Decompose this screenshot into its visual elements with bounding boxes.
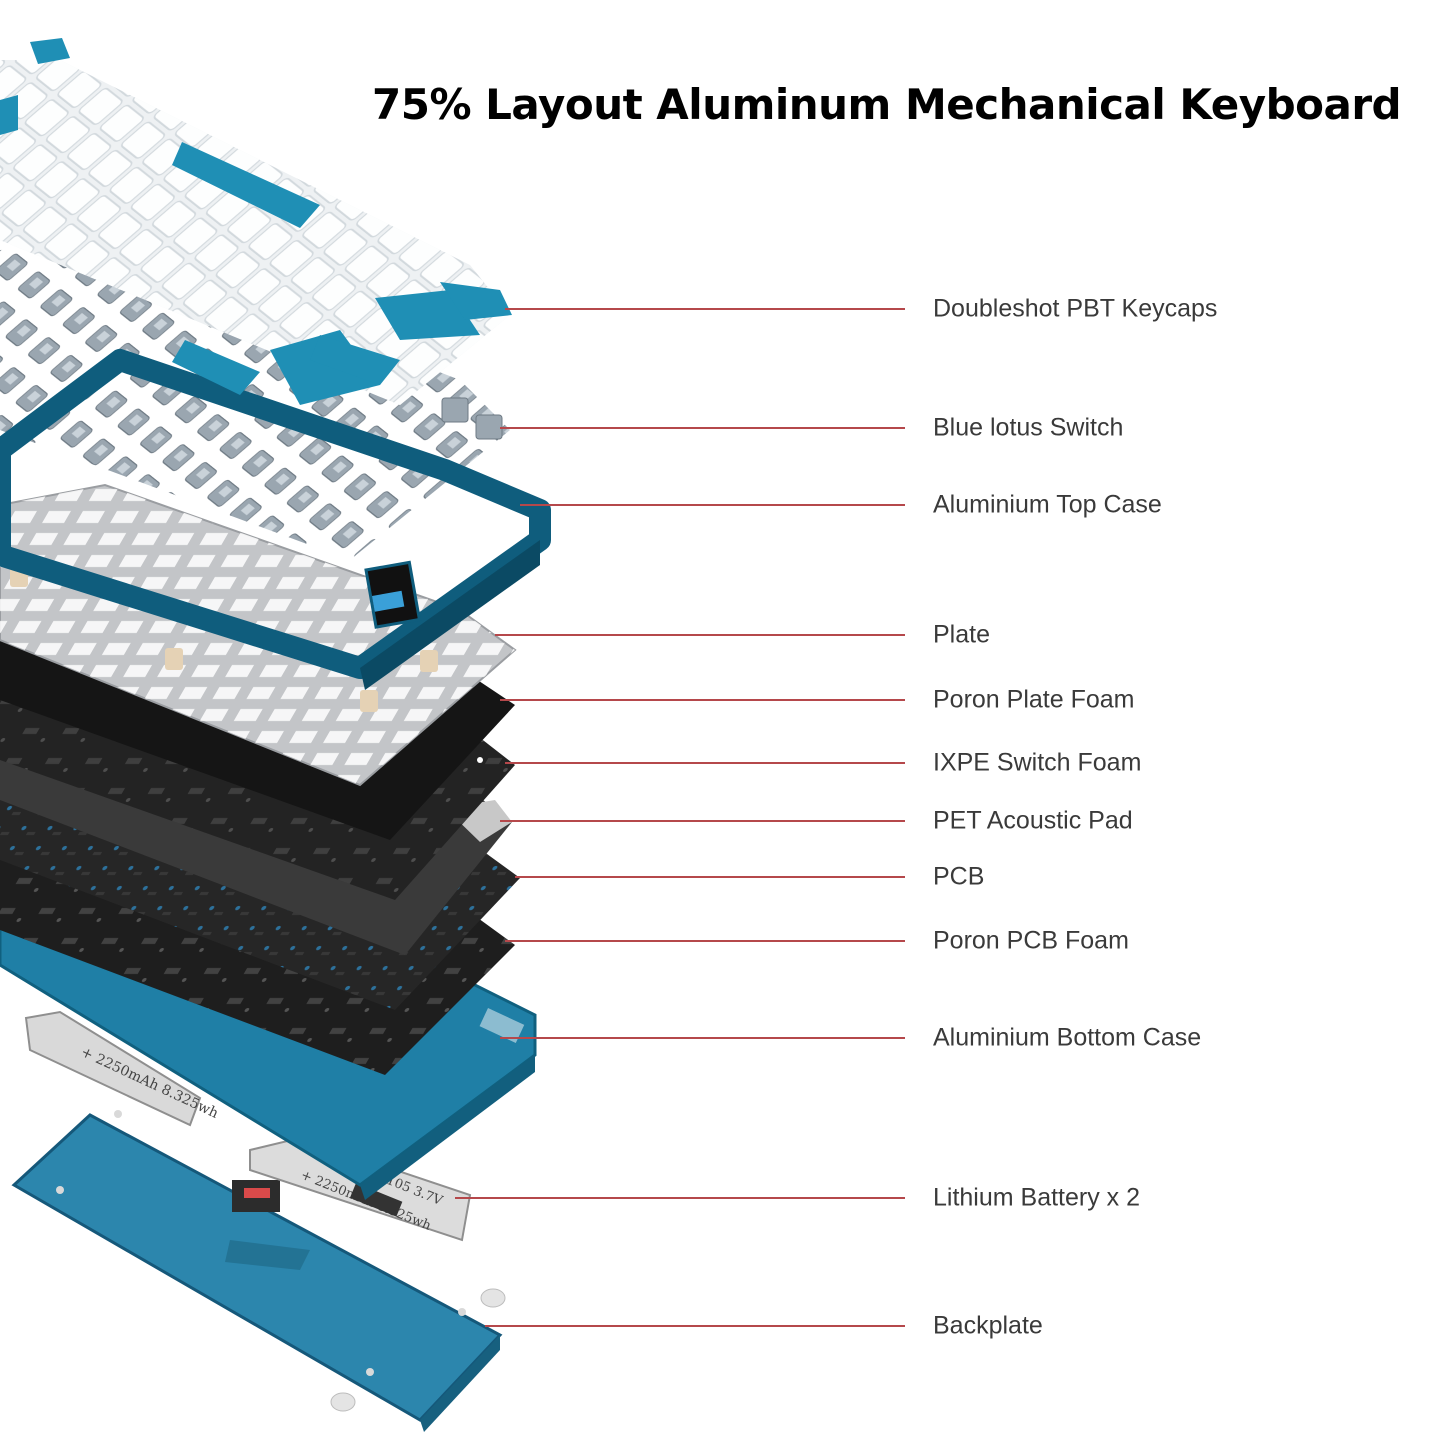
callout-label-backplate: Backplate [933, 1311, 1043, 1340]
callout-label-switch: Blue lotus Switch [933, 413, 1124, 442]
screw-icon [366, 1368, 374, 1376]
top-case-part [0, 349, 551, 690]
page-title: 75% Layout Aluminum Mechanical Keyboard [372, 80, 1402, 129]
keycaps-part [0, 38, 512, 405]
callout-label-keycaps: Doubleshot PBT Keycaps [933, 294, 1218, 323]
screw-icon [458, 1308, 466, 1316]
callout-label-battery: Lithium Battery x 2 [933, 1183, 1141, 1212]
screw-icon [56, 1186, 64, 1194]
keycap-icon [30, 38, 70, 64]
callout-label-plate: Plate [933, 620, 990, 649]
rubber-foot-icon [330, 1392, 356, 1412]
callout-label-pcb-foam: Poron PCB Foam [933, 926, 1129, 955]
rubber-foot-icon [480, 1288, 506, 1308]
callout-label-pcb: PCB [933, 862, 985, 891]
callout-label-top-case: Aluminium Top Case [933, 490, 1162, 519]
switch-icon [441, 397, 503, 440]
backplate-part [11, 1110, 506, 1432]
callout-label-switch-foam: IXPE Switch Foam [933, 748, 1142, 777]
callout-label-plate-foam: Poron Plate Foam [933, 685, 1135, 714]
callout-label-acoustic-pad: PET Acoustic Pad [933, 806, 1133, 835]
screw-icon [114, 1110, 122, 1118]
callout-lines [455, 308, 905, 1327]
callout-label-bottom-case: Aluminium Bottom Case [933, 1023, 1202, 1052]
